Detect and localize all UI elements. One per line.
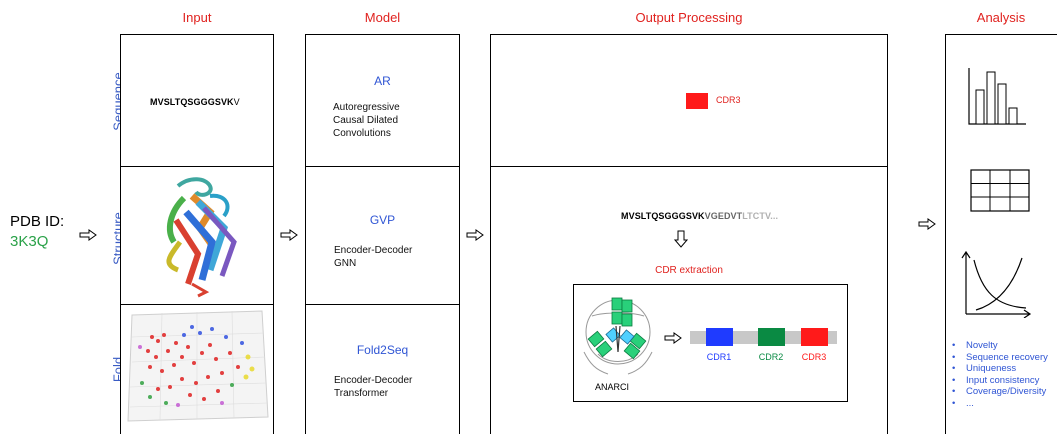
arrow-pdb-to-input-icon: [79, 229, 97, 241]
model-divider-2: [305, 304, 460, 305]
analysis-metric-text: Sequence recovery: [966, 351, 1048, 363]
model-desc-ar-line: Autoregressive: [333, 102, 400, 113]
arrow-output-to-analysis-icon: [918, 218, 936, 230]
input-sequence-bold: MVSLTQSGGGSVK: [150, 97, 234, 107]
down-arrow-icon: [674, 230, 688, 248]
bar-chart-icon: [968, 68, 1026, 125]
header-model: Model: [364, 10, 401, 25]
model-desc-ar: Autoregressive Causal Dilated Convolutio…: [333, 101, 400, 140]
analysis-metric-item: •Uniqueness: [952, 363, 1017, 374]
analysis-metric-item: •Input consistency: [952, 374, 1040, 386]
cdr3-label: CDR3: [801, 352, 827, 362]
cdr-extraction-label: CDR extraction: [655, 265, 723, 276]
model-desc-fold2seq-line: Encoder-Decoder: [334, 375, 413, 386]
input-sequence-text: MVSLTQSGGGSVKV: [150, 97, 240, 107]
cdr2-block: [758, 328, 785, 346]
model-panel: [305, 34, 460, 434]
model-desc-gvp-line: GNN: [334, 258, 357, 269]
model-desc-gvp: Encoder-Decoder GNN: [334, 244, 412, 270]
header-input: Input: [182, 10, 212, 25]
model-desc-gvp-line: Encoder-Decoder: [334, 245, 413, 256]
arrow-input-to-model-icon: [280, 229, 298, 241]
header-analysis: Analysis: [976, 10, 1026, 25]
cdr3-label-top: CDR3: [716, 95, 741, 105]
analysis-metric-text: ...: [966, 397, 974, 409]
model-desc-fold2seq-line: Transformer: [334, 388, 389, 399]
model-title-gvp: GVP: [369, 213, 396, 227]
analysis-metrics-list: •Novelty •Sequence recovery •Uniqueness …: [948, 340, 1048, 409]
cdr2-label: CDR2: [758, 352, 784, 362]
output-sequence-bold: MVSLTQSGGGSVK: [621, 211, 705, 221]
input-divider-2: [120, 304, 274, 305]
analysis-metric-text: Input consistency: [966, 374, 1040, 386]
analysis-metric-text: Novelty: [966, 340, 998, 351]
anarci-arrow-icon: [664, 332, 682, 344]
input-divider-1: [120, 166, 274, 167]
analysis-metric-text: Uniqueness: [966, 363, 1017, 374]
input-sequence-tail: V: [233, 97, 240, 107]
model-title-ar: AR: [374, 74, 391, 88]
antibody-icon: [583, 297, 653, 375]
output-sequence-mid: VGEDVT: [704, 211, 743, 221]
analysis-metric-item: •Coverage/Diversity: [952, 386, 1047, 397]
arrow-model-to-output-icon: [466, 229, 484, 241]
model-desc-ar-line: Causal Dilated: [333, 115, 399, 126]
table-icon: [970, 169, 1030, 212]
cdr3-swatch: [686, 93, 708, 109]
cdr3-block: [801, 328, 828, 346]
output-divider: [490, 166, 888, 167]
cdr1-label: CDR1: [706, 352, 732, 362]
fold-scatter-image: [127, 310, 269, 422]
pdb-id: 3K3Q: [10, 233, 49, 250]
model-title-fold2seq: Fold2Seq: [356, 343, 409, 357]
pdb-label: PDB ID:: [10, 213, 65, 230]
output-sequence-ellipsis: ...: [770, 211, 779, 221]
header-output-processing: Output Processing: [635, 10, 743, 25]
curves-plot-icon: [961, 250, 1032, 318]
analysis-metric-item: •Novelty: [952, 340, 998, 351]
cdr1-block: [706, 328, 733, 346]
analysis-metric-item: •...: [952, 397, 974, 409]
anarci-label: ANARCI: [595, 382, 630, 392]
protein-structure-image: [166, 177, 237, 298]
output-sequence-text: MVSLTQSGGGSVKVGEDVTLTCTV...: [621, 211, 778, 221]
model-desc-ar-line: Convolutions: [333, 128, 391, 139]
model-divider-1: [305, 166, 460, 167]
model-desc-fold2seq: Encoder-Decoder Transformer: [334, 374, 412, 400]
output-sequence-light: LTCTV: [742, 211, 771, 221]
analysis-metric-text: Coverage/Diversity: [966, 386, 1047, 397]
analysis-metric-item: •Sequence recovery: [952, 351, 1048, 363]
